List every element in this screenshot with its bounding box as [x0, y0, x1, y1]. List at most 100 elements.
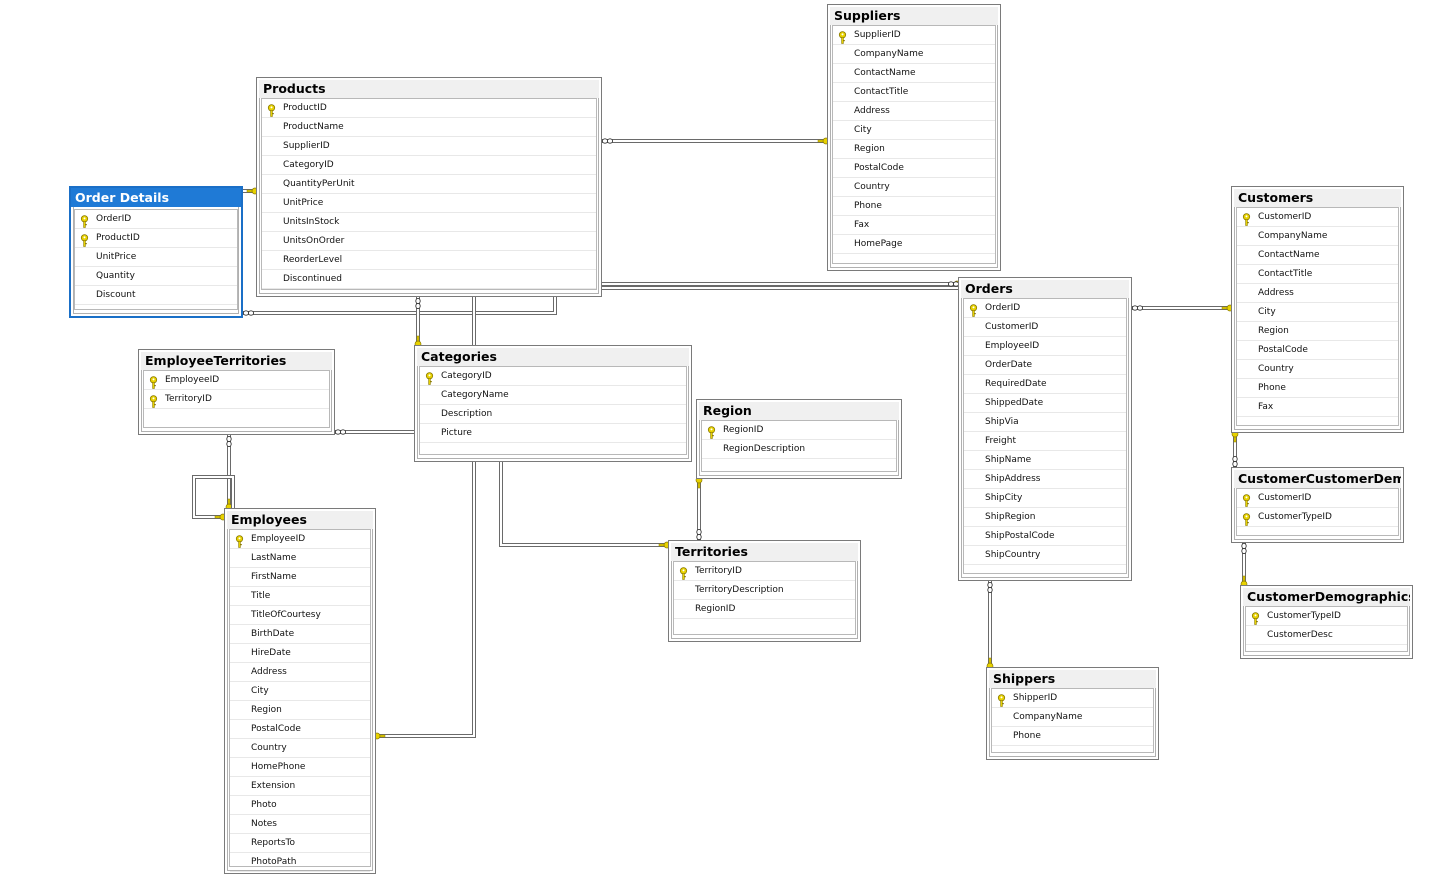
column-row[interactable]: ShipperID: [992, 689, 1153, 708]
column-row[interactable]: RegionID: [674, 600, 855, 619]
column-row[interactable]: RegionDescription: [702, 440, 896, 459]
column-row[interactable]: PostalCode: [833, 159, 995, 178]
column-row[interactable]: ShipVia: [964, 413, 1126, 432]
table-title[interactable]: Orders: [961, 280, 1129, 298]
column-row[interactable]: City: [833, 121, 995, 140]
column-row[interactable]: Quantity: [75, 267, 237, 286]
column-row[interactable]: CustomerID: [1237, 489, 1398, 508]
column-row[interactable]: ShipCountry: [964, 546, 1126, 565]
column-row[interactable]: Phone: [833, 197, 995, 216]
table-title[interactable]: Employees: [227, 511, 373, 529]
column-row[interactable]: SupplierID: [262, 137, 596, 156]
column-row[interactable]: ReportsTo: [230, 834, 370, 853]
column-row[interactable]: TerritoryID: [674, 562, 855, 581]
column-row[interactable]: ShipName: [964, 451, 1126, 470]
table-title[interactable]: Shippers: [989, 670, 1156, 688]
rel-employees-self[interactable]: [192, 475, 235, 519]
column-row[interactable]: CustomerTypeID: [1246, 607, 1407, 626]
column-row[interactable]: Picture: [420, 424, 686, 443]
rel-territories-line[interactable]: [499, 462, 668, 547]
column-row[interactable]: Fax: [833, 216, 995, 235]
column-row[interactable]: LastName: [230, 549, 370, 568]
column-row[interactable]: EmployeeID: [964, 337, 1126, 356]
column-row[interactable]: PostalCode: [230, 720, 370, 739]
table-title[interactable]: CustomerCustomerDemo: [1234, 470, 1401, 488]
column-row[interactable]: ContactTitle: [833, 83, 995, 102]
column-row[interactable]: Region: [230, 701, 370, 720]
column-row[interactable]: SupplierID: [833, 26, 995, 45]
column-row[interactable]: CategoryID: [420, 367, 686, 386]
column-row[interactable]: OrderID: [964, 299, 1126, 318]
column-row[interactable]: BirthDate: [230, 625, 370, 644]
column-row[interactable]: ContactTitle: [1237, 265, 1398, 284]
column-row[interactable]: Address: [230, 663, 370, 682]
column-row[interactable]: ShipAddress: [964, 470, 1126, 489]
column-row[interactable]: CategoryName: [420, 386, 686, 405]
column-row[interactable]: Extension: [230, 777, 370, 796]
column-row[interactable]: City: [1237, 303, 1398, 322]
column-row[interactable]: Discount: [75, 286, 237, 305]
column-row[interactable]: Phone: [992, 727, 1153, 746]
column-row[interactable]: UnitsOnOrder: [262, 232, 596, 251]
column-row[interactable]: Photo: [230, 796, 370, 815]
column-row[interactable]: HomePhone: [230, 758, 370, 777]
column-row[interactable]: Title: [230, 587, 370, 606]
column-row[interactable]: PostalCode: [1237, 341, 1398, 360]
column-row[interactable]: CategoryID: [262, 156, 596, 175]
table-title[interactable]: Customers: [1234, 189, 1401, 207]
column-row[interactable]: ContactName: [1237, 246, 1398, 265]
table-title[interactable]: CustomerDemographics: [1243, 588, 1410, 606]
column-row[interactable]: HomePage: [833, 235, 995, 254]
column-row[interactable]: CustomerID: [1237, 208, 1398, 227]
column-row[interactable]: Country: [230, 739, 370, 758]
column-row[interactable]: Address: [1237, 284, 1398, 303]
column-row[interactable]: ShipPostalCode: [964, 527, 1126, 546]
table-title[interactable]: Products: [259, 80, 599, 98]
column-row[interactable]: PhotoPath: [230, 853, 370, 872]
column-row[interactable]: RegionID: [702, 421, 896, 440]
column-row[interactable]: ProductID: [262, 99, 596, 118]
column-row[interactable]: UnitPrice: [262, 194, 596, 213]
column-row[interactable]: ContactName: [833, 64, 995, 83]
column-row[interactable]: Freight: [964, 432, 1126, 451]
column-row[interactable]: Description: [420, 405, 686, 424]
column-row[interactable]: Notes: [230, 815, 370, 834]
column-row[interactable]: CompanyName: [833, 45, 995, 64]
column-row[interactable]: CompanyName: [1237, 227, 1398, 246]
column-row[interactable]: HireDate: [230, 644, 370, 663]
column-row[interactable]: Region: [833, 140, 995, 159]
column-row[interactable]: EmployeeID: [144, 371, 329, 390]
column-row[interactable]: FirstName: [230, 568, 370, 587]
column-row[interactable]: Phone: [1237, 379, 1398, 398]
column-row[interactable]: ShipRegion: [964, 508, 1126, 527]
table-title[interactable]: Region: [699, 402, 899, 420]
column-row[interactable]: Country: [833, 178, 995, 197]
column-row[interactable]: OrderDate: [964, 356, 1126, 375]
column-row[interactable]: TitleOfCourtesy: [230, 606, 370, 625]
column-row[interactable]: CustomerDesc: [1246, 626, 1407, 645]
column-row[interactable]: CustomerTypeID: [1237, 508, 1398, 527]
column-row[interactable]: CompanyName: [992, 708, 1153, 727]
column-row[interactable]: ProductID: [75, 229, 237, 248]
column-row[interactable]: RequiredDate: [964, 375, 1126, 394]
table-title[interactable]: Categories: [417, 348, 689, 366]
column-row[interactable]: OrderID: [75, 210, 237, 229]
column-row[interactable]: EmployeeID: [230, 530, 370, 549]
column-row[interactable]: TerritoryDescription: [674, 581, 855, 600]
column-row[interactable]: City: [230, 682, 370, 701]
table-title[interactable]: Order Details: [71, 188, 241, 207]
column-row[interactable]: Discontinued: [262, 270, 596, 289]
column-row[interactable]: Address: [833, 102, 995, 121]
